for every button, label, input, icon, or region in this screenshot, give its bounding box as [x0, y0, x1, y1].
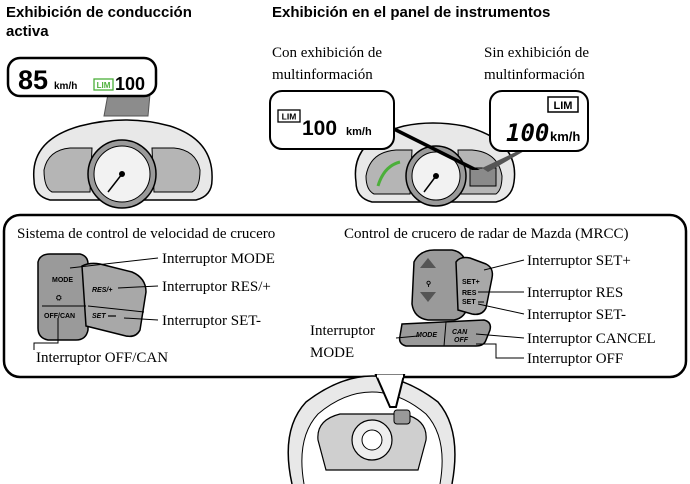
mrcc-right-rocker: [455, 256, 494, 316]
label-with-multi-line1: Con exhibición de: [272, 45, 382, 61]
cruise-title: Sistema de control de velocidad de cruce…: [17, 226, 275, 242]
cruise-leader-mode: [69, 257, 159, 269]
mrcc-leader-set-plus: [483, 259, 525, 271]
hud-lim-badge-frame: [93, 78, 114, 91]
cruise-label-set: Interruptor SET-: [162, 313, 261, 329]
mrcc-switch-res-text: RES: [462, 290, 477, 297]
mrcc-down-arrow-icon: [420, 292, 436, 302]
panel-lcd-speed: 100: [506, 119, 549, 147]
mrcc-distance-icon: ⚲: [426, 280, 431, 288]
panel-callout-leader-left: [380, 124, 480, 170]
panel-speed: 100: [302, 117, 337, 140]
header-active-display-line2: activa: [6, 23, 49, 40]
hud-limit: 100: [115, 74, 145, 94]
panel-lcd-lim-badge-frame: [547, 96, 579, 113]
steering-wheel-emblem: [361, 429, 383, 451]
hud-speed-unit: km/h: [54, 81, 77, 92]
cluster-gauge-needle: [107, 173, 123, 193]
mrcc-label-res: Interruptor RES: [527, 285, 623, 301]
cruise-switch-set-text: SET: [92, 313, 106, 320]
panel-callout-with-multi: [269, 90, 395, 150]
label-without-multi-line1: Sin exhibición de: [484, 45, 589, 61]
switches-box: [2, 213, 688, 379]
label-without-multi-line2: multinformación: [484, 67, 585, 83]
mrcc-leader-mode: [395, 335, 419, 339]
panel-gauge-hub: [433, 173, 439, 179]
mrcc-label-set-plus: Interruptor SET+: [527, 253, 631, 269]
cruise-label-offcan: Interruptor OFF/CAN: [36, 350, 168, 366]
mrcc-lower-divider: [443, 321, 447, 347]
panel-lcd-speed-unit: km/h: [550, 129, 580, 144]
panel-lim-badge: LIM: [282, 112, 297, 122]
cruise-leader-offcan: [33, 318, 59, 350]
hud-speed: 85: [18, 65, 48, 95]
cruise-res-set-rocker: [81, 262, 147, 338]
panel-multi-info-screen: [469, 167, 497, 187]
hud-display-box: [6, 56, 158, 98]
panel-left-pod-arc: [376, 160, 401, 187]
cruise-switch-res-text: RES/+: [92, 287, 112, 294]
mrcc-switch-mode-text: MODE: [416, 332, 437, 339]
cruise-switch-offcan-text: OFF/CAN: [44, 313, 75, 320]
mrcc-switch-can-text: CAN: [452, 329, 468, 336]
cluster-gauge-hub: [119, 171, 125, 177]
label-with-multi-line2: multinformación: [272, 67, 373, 83]
mrcc-title: Control de crucero de radar de Mazda (MR…: [344, 226, 628, 242]
cruise-leader-set: [123, 317, 159, 321]
cruise-label-res: Interruptor RES/+: [162, 279, 271, 295]
header-instrument-panel: Exhibición en el panel de instrumentos: [272, 4, 550, 21]
panel-speed-unit: km/h: [346, 126, 372, 138]
mrcc-label-cancel: Interruptor CANCEL: [527, 331, 656, 347]
mrcc-up-arrow-icon: [420, 258, 436, 268]
mrcc-label-mode-line2: MODE: [310, 345, 354, 361]
panel-lcd-lim-badge: LIM: [554, 100, 573, 112]
panel-callout-leader-right: [482, 150, 526, 172]
mrcc-switch-assembly: ⚲ SET+ RES SET MODE CAN OFF: [398, 249, 494, 347]
mrcc-label-off: Interruptor OFF: [527, 351, 623, 367]
steering-wheel-switch-area: [393, 409, 411, 425]
mrcc-switch-set-plus-text: SET+: [462, 279, 480, 286]
cruise-leader-res: [117, 285, 159, 289]
instrument-panel-illustration: LIM 100 km/h LIM 100 km/h: [269, 90, 589, 207]
header-active-display-line1: Exhibición de conducción: [6, 4, 192, 21]
panel-gauge-needle: [423, 175, 437, 193]
active-display-illustration: 85 km/h LIM 100: [6, 56, 213, 209]
mrcc-switch-off-text: OFF: [454, 337, 469, 344]
hud-projection-beam: [103, 93, 151, 117]
cruise-label-mode: Interruptor MODE: [162, 251, 275, 267]
hud-lim-badge: LIM: [97, 81, 111, 90]
mrcc-label-set-minus: Interruptor SET-: [527, 307, 626, 323]
cruise-rocker-divider: [87, 305, 145, 313]
cruise-switch-mode-text: MODE: [52, 277, 73, 284]
mrcc-label-mode-line1: Interruptor: [310, 323, 375, 339]
mrcc-leader-set-minus: [477, 303, 525, 315]
mrcc-leader-off: [476, 343, 524, 359]
steering-wheel-illustration: [287, 374, 456, 484]
mrcc-leader-cancel: [475, 333, 525, 339]
mrcc-switch-set-text: SET: [462, 299, 476, 306]
cruise-switch-car-symbol: ⛭: [56, 295, 62, 302]
panel-lim-badge-frame: [277, 109, 301, 123]
cruise-switch-bezel: [37, 253, 89, 341]
